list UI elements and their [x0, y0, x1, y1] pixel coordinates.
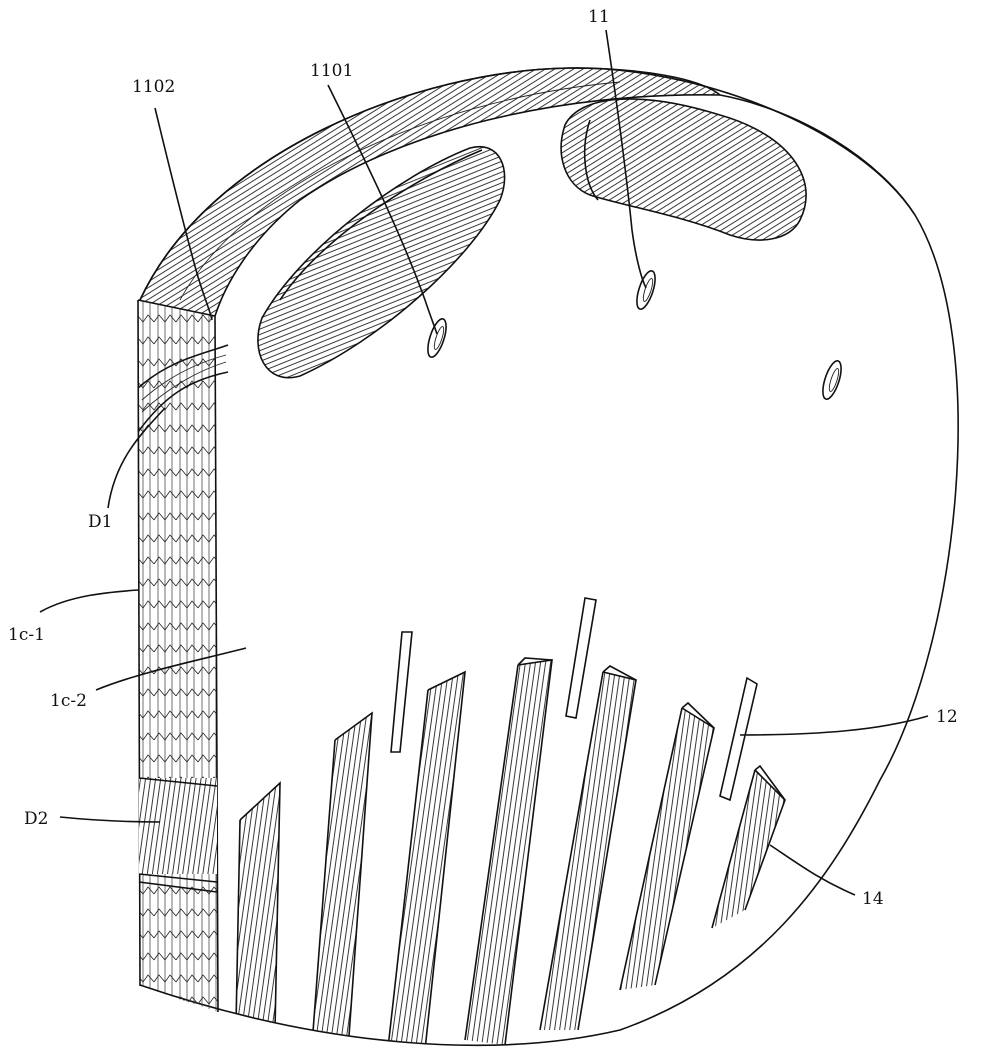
tooth — [464, 657, 553, 1046]
hole-1101 — [427, 318, 447, 358]
label-1c-2: 1c-2 — [50, 691, 87, 711]
label-D2: D2 — [24, 809, 48, 829]
oval-slot-left — [257, 145, 506, 379]
tooth-14 — [711, 764, 786, 929]
label-D1: D1 — [88, 512, 112, 532]
label-1c-1: 1c-1 — [8, 625, 45, 645]
hole-right — [822, 360, 842, 400]
tooth — [387, 670, 466, 1046]
slot — [565, 597, 597, 719]
reference-labels: 11 1101 1102 D1 1c-1 1c-2 D2 12 14 — [8, 7, 958, 909]
tooth — [619, 701, 715, 991]
tooth — [311, 711, 373, 1046]
tooth — [235, 781, 281, 1031]
leader-lines — [39, 29, 929, 896]
slot — [390, 631, 413, 753]
left-side-band — [137, 299, 229, 1013]
tooth — [539, 665, 637, 1031]
teeth — [235, 657, 786, 1046]
slot-12 — [719, 676, 758, 802]
label-1101: 1101 — [310, 61, 353, 81]
label-1102: 1102 — [132, 77, 175, 97]
label-11: 11 — [588, 7, 610, 27]
oval-slot-right — [560, 98, 807, 241]
holes — [427, 270, 842, 400]
label-14: 14 — [862, 889, 884, 909]
hole-11 — [636, 270, 656, 310]
thin-slots — [390, 597, 758, 802]
label-12: 12 — [936, 707, 958, 727]
